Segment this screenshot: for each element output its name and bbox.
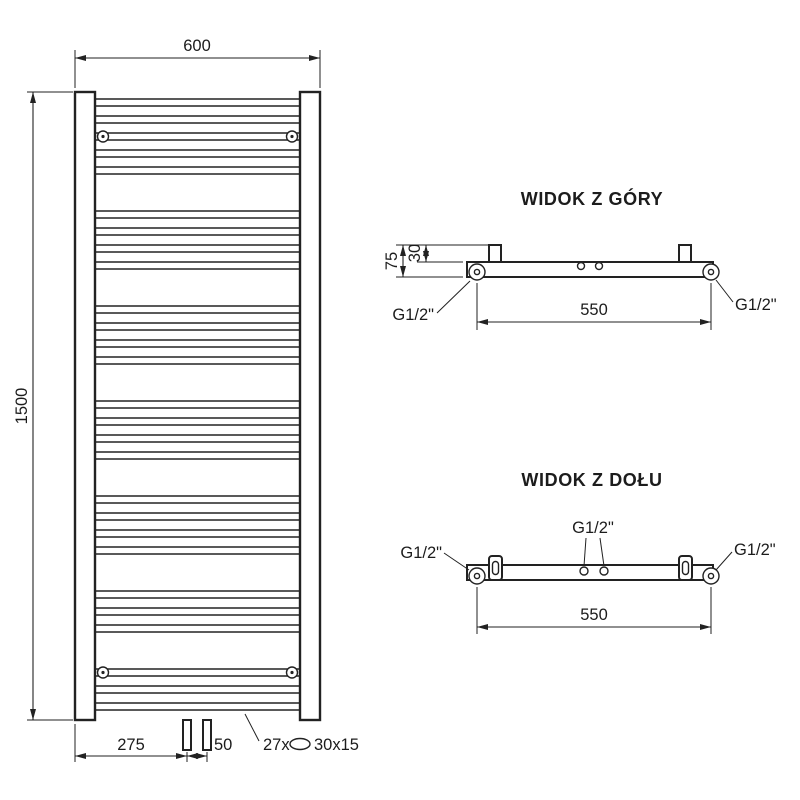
bottom-conn-center-label: G1/2" (572, 519, 614, 537)
dim-depth-offset-label: 30 (406, 244, 424, 262)
top-view-title: WIDOK Z GÓRY (521, 188, 664, 209)
dim-width: 600 (74, 37, 321, 88)
oval-profile-icon (289, 737, 311, 751)
top-bracket-right (678, 244, 692, 264)
bottom-conn-labels: G1/2" G1/2" (400, 541, 776, 571)
bottom-center-hole-left (579, 566, 589, 576)
dim-width-label: 600 (183, 37, 211, 55)
bottom-body (466, 564, 714, 581)
radiator-rungs (92, 98, 303, 711)
rung-count-label: 27x (263, 736, 290, 754)
top-conn-right-label: G1/2" (735, 296, 777, 314)
bottom-conn-right-label: G1/2" (734, 541, 776, 559)
bottom-conn-left-label: G1/2" (400, 544, 442, 562)
bottom-brackets (488, 555, 693, 581)
dim-top-span: 550 (476, 283, 712, 330)
dim-height-label: 1500 (13, 388, 31, 425)
dim-height: 1500 (13, 91, 73, 721)
top-center-hole-right (594, 261, 604, 271)
top-conn-labels: G1/2" G1/2" (392, 279, 777, 324)
top-end-connections (468, 263, 720, 281)
mounting-holes (96, 130, 299, 679)
top-center-hole-left (576, 261, 586, 271)
dim-bottom-span-label: 550 (580, 606, 608, 624)
dim-top-span-label: 550 (580, 301, 608, 319)
rung-profile-note: 27x 30x15 (244, 713, 359, 754)
bottom-view-title: WIDOK Z DOŁU (521, 470, 662, 490)
top-view: WIDOK Z GÓRY 75 30 550 (383, 188, 777, 330)
top-conn-left-label: G1/2" (392, 306, 434, 324)
right-collector (298, 90, 322, 722)
bottom-pipes (182, 719, 212, 751)
bottom-end-connections (468, 567, 720, 585)
dim-bottom-span: 550 (476, 587, 712, 634)
top-body (466, 261, 714, 278)
dim-depth: 75 30 (383, 244, 500, 278)
rung-profile-label: 30x15 (314, 736, 359, 754)
front-view: 600 1500 275 50 27x 30x15 (13, 37, 359, 762)
left-collector (73, 90, 97, 722)
dim-bottom: 275 50 (74, 724, 232, 762)
bottom-view: WIDOK Z DOŁU G1/2" G1/2" G (400, 470, 776, 634)
dim-pipe-offset-label: 275 (117, 736, 145, 754)
dim-depth-total-label: 75 (383, 252, 401, 270)
dim-pipe-spacing-label: 50 (214, 736, 232, 754)
top-bracket-left (488, 244, 502, 264)
bottom-center-hole-right (599, 566, 609, 576)
bottom-center-conn: G1/2" (572, 519, 614, 567)
